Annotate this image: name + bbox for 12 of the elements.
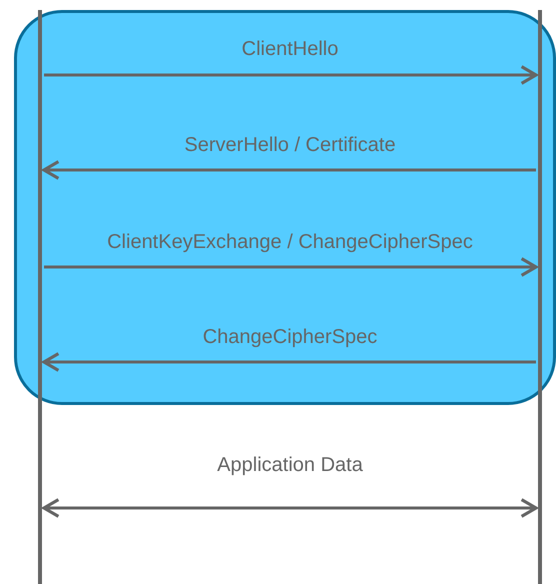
arrow [44,65,538,85]
double-arrow [42,498,538,518]
edge-label: ClientHello [242,37,338,61]
edge-label: ChangeCipherSpec [202,325,378,349]
edge-label: ServerHello / Certificate [184,133,396,157]
arrow [42,352,536,372]
lifeline [538,10,542,584]
lifeline [38,10,42,584]
arrow [42,160,536,180]
edge-label: ClientKeyExchange / ChangeCipherSpec [107,230,473,254]
arrow [44,257,538,277]
edge-label: Application Data [217,453,363,477]
